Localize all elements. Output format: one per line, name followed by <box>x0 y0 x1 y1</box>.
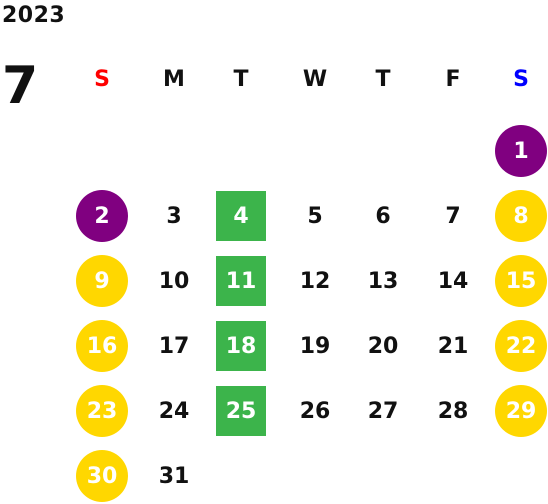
day-cell-23[interactable]: 23 <box>72 383 132 439</box>
day-number: 19 <box>299 333 331 359</box>
weekday-sunday: S <box>94 67 110 92</box>
year-label: 2023 <box>2 3 66 28</box>
day-cell-24[interactable]: 24 <box>144 383 204 439</box>
day-number: 17 <box>158 333 190 359</box>
day-cell-13[interactable]: 13 <box>353 253 413 309</box>
weekday-saturday: S <box>513 67 529 92</box>
day-number: 23 <box>76 385 128 437</box>
day-number: 5 <box>307 203 323 229</box>
day-cell-7[interactable]: 7 <box>423 188 483 244</box>
day-number: 16 <box>76 320 128 372</box>
day-number: 4 <box>216 191 266 241</box>
day-cell-16[interactable]: 16 <box>72 318 132 374</box>
day-number: 13 <box>367 268 399 294</box>
day-cell-19[interactable]: 19 <box>285 318 345 374</box>
day-cell-20[interactable]: 20 <box>353 318 413 374</box>
day-cell-27[interactable]: 27 <box>353 383 413 439</box>
day-number: 27 <box>367 398 399 424</box>
day-cell-22[interactable]: 22 <box>491 318 548 374</box>
day-cell-29[interactable]: 29 <box>491 383 548 439</box>
day-number: 15 <box>495 255 547 307</box>
day-cell-1[interactable]: 1 <box>491 123 548 179</box>
weekday-monday: M <box>163 67 185 92</box>
day-cell-12[interactable]: 12 <box>285 253 345 309</box>
day-cell-21[interactable]: 21 <box>423 318 483 374</box>
day-number: 8 <box>495 190 547 242</box>
day-number: 30 <box>76 450 128 502</box>
day-cell-11[interactable]: 11 <box>211 253 271 309</box>
day-number: 24 <box>158 398 190 424</box>
day-cell-25[interactable]: 25 <box>211 383 271 439</box>
day-cell-26[interactable]: 26 <box>285 383 345 439</box>
weekday-friday: F <box>445 67 461 92</box>
day-cell-5[interactable]: 5 <box>285 188 345 244</box>
day-cell-10[interactable]: 10 <box>144 253 204 309</box>
day-cell-9[interactable]: 9 <box>72 253 132 309</box>
day-number: 29 <box>495 385 547 437</box>
day-number: 3 <box>166 203 182 229</box>
day-number: 6 <box>375 203 391 229</box>
day-cell-14[interactable]: 14 <box>423 253 483 309</box>
day-number: 14 <box>437 268 469 294</box>
month-label: 7 <box>2 56 39 116</box>
weekday-thursday: T <box>375 67 391 92</box>
day-number: 12 <box>299 268 331 294</box>
day-cell-30[interactable]: 30 <box>72 448 132 504</box>
day-number: 20 <box>367 333 399 359</box>
day-number: 1 <box>495 125 547 177</box>
day-cell-17[interactable]: 17 <box>144 318 204 374</box>
day-cell-31[interactable]: 31 <box>144 448 204 504</box>
day-cell-28[interactable]: 28 <box>423 383 483 439</box>
day-number: 11 <box>216 256 266 306</box>
day-cell-2[interactable]: 2 <box>72 188 132 244</box>
day-number: 2 <box>76 190 128 242</box>
day-number: 22 <box>495 320 547 372</box>
day-number: 7 <box>445 203 461 229</box>
day-number: 18 <box>216 321 266 371</box>
day-number: 25 <box>216 386 266 436</box>
day-cell-15[interactable]: 15 <box>491 253 548 309</box>
day-cell-3[interactable]: 3 <box>144 188 204 244</box>
day-number: 21 <box>437 333 469 359</box>
day-cell-18[interactable]: 18 <box>211 318 271 374</box>
day-number: 26 <box>299 398 331 424</box>
day-cell-8[interactable]: 8 <box>491 188 548 244</box>
day-number: 9 <box>76 255 128 307</box>
weekday-tuesday: T <box>233 67 249 92</box>
day-cell-6[interactable]: 6 <box>353 188 413 244</box>
day-cell-4[interactable]: 4 <box>211 188 271 244</box>
day-number: 28 <box>437 398 469 424</box>
day-number: 10 <box>158 268 190 294</box>
weekday-wednesday: W <box>302 67 328 92</box>
day-number: 31 <box>158 463 190 489</box>
